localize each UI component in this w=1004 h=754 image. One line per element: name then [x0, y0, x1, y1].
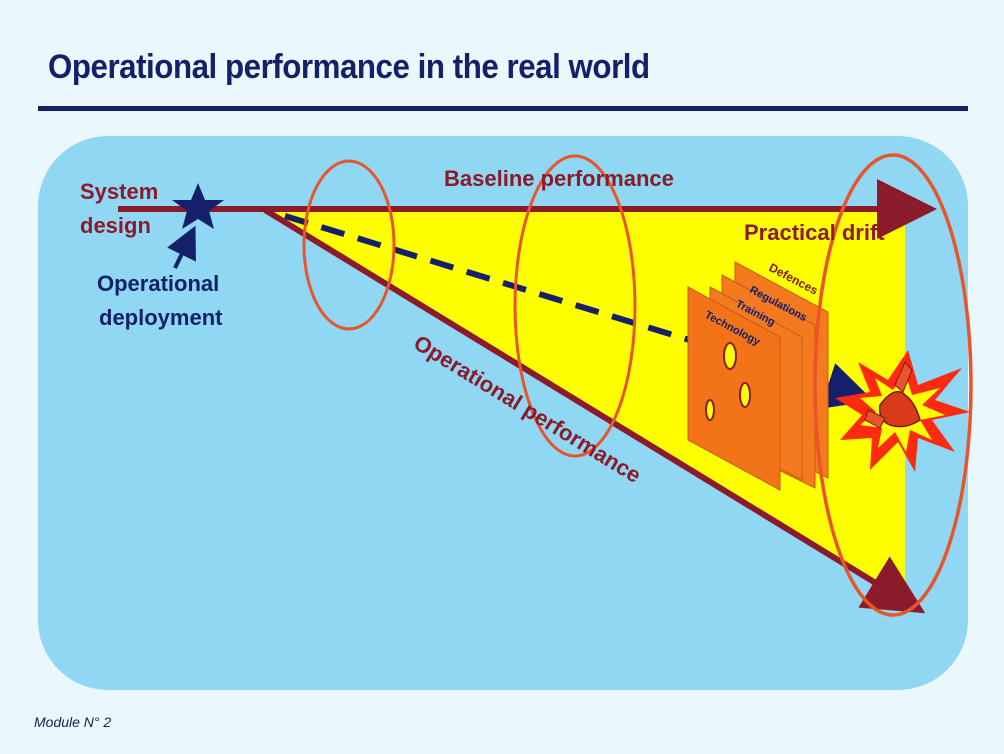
highlight-ellipse-start: [302, 159, 396, 331]
dashed-drift-line: [284, 213, 723, 353]
label-operational-deployment-2: deployment: [99, 305, 223, 330]
layer-hole: [723, 342, 737, 370]
layer-hole: [739, 382, 751, 408]
deployment-pointer-arrow: [167, 225, 196, 269]
deployment-star-icon: [172, 183, 224, 229]
highlight-ellipse-end: [813, 153, 973, 617]
layer-hole: [705, 399, 715, 421]
label-practical-drift: Practical drift: [744, 220, 885, 245]
highlight-ellipse-middle: [513, 154, 637, 458]
label-baseline-performance: Baseline performance: [444, 166, 674, 191]
label-system-design-1: System: [80, 179, 158, 204]
title-divider: [38, 106, 968, 111]
layer-technology: [687, 286, 781, 491]
label-operational-deployment-1: Operational: [97, 271, 219, 296]
operational-performance-arrow: [263, 207, 926, 614]
label-system-design-2: design: [80, 213, 151, 238]
defence-layers: Defences Regulations Training Technology: [687, 260, 829, 491]
footer-module-number: Module N° 2: [34, 714, 112, 730]
slide-title: Operational performance in the real worl…: [48, 48, 650, 86]
accident-explosion-icon: [835, 350, 970, 472]
